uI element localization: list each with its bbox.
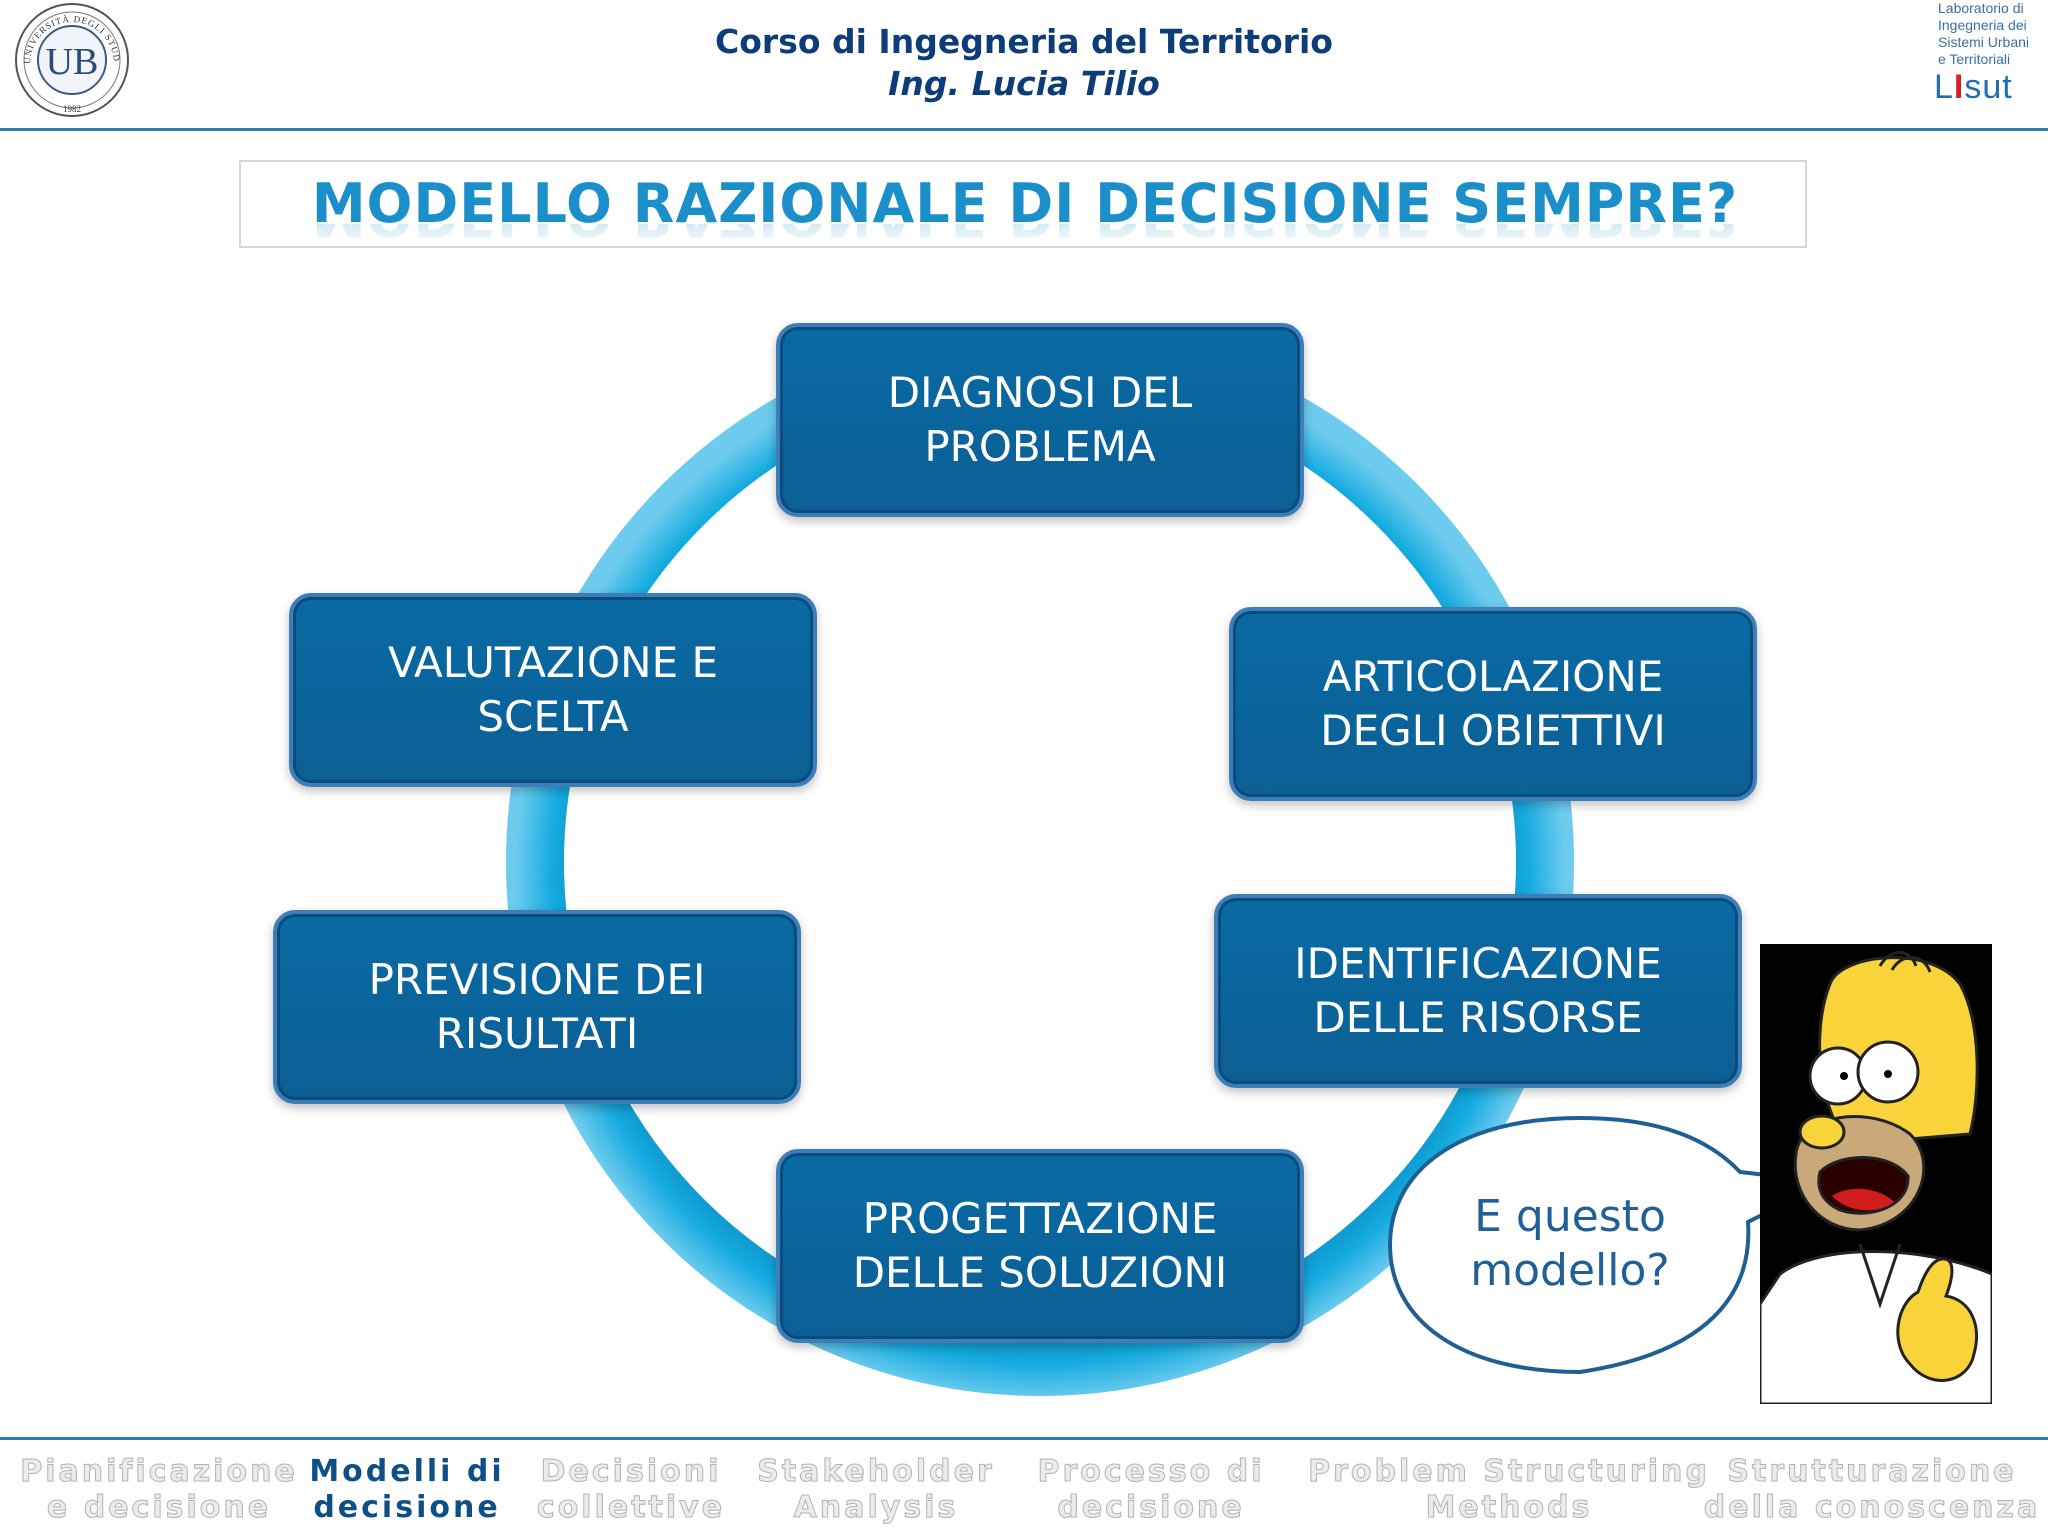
stage-label: DELLE SOLUZIONI (853, 1246, 1228, 1300)
nav-problem-structuring-methods[interactable]: Problem Structuring Methods (1296, 1454, 1722, 1526)
nav-label: Stakeholder (748, 1454, 1004, 1490)
stage-label: IDENTIFICAZIONE (1294, 937, 1662, 991)
lab-logo-text: Laboratorio di Ingegneria dei Sistemi Ur… (1938, 0, 2048, 68)
bubble-line: modello? (1400, 1244, 1740, 1298)
nav-modelli-di-decisione[interactable]: Modelli di decisione (306, 1454, 508, 1526)
lab-brand-l: L (1934, 68, 1954, 106)
nav-label: Methods (1296, 1490, 1722, 1526)
stage-label: PROGETTAZIONE (853, 1192, 1228, 1246)
stage-label: PROBLEMA (888, 420, 1192, 474)
nav-label: della conoscenza (1700, 1490, 2044, 1526)
university-logo-year: 1982 (63, 104, 81, 114)
lab-logo-line: Ingegneria dei (1938, 17, 2048, 34)
slide-title-box: MODELLO RAZIONALE DI DECISIONE SEMPRE? M… (239, 160, 1807, 248)
nav-processo-di-decisione[interactable]: Processo di decisione (1020, 1454, 1282, 1526)
lab-brand-i: I (1954, 68, 1964, 106)
lab-logo-line: Sistemi Urbani (1938, 34, 2048, 51)
slide-header: UB UNIVERSITÀ DEGLI STUDI DELLA BASILICA… (0, 0, 2048, 130)
bubble-line: E questo (1400, 1190, 1740, 1244)
stage-label: PREVISIONE DEI (369, 953, 706, 1007)
nav-pianificazione-e-decisione[interactable]: Pianificazione e decisione (18, 1454, 300, 1526)
university-logo: UB UNIVERSITÀ DEGLI STUDI DELLA BASILICA… (10, 0, 134, 124)
stage-label: SCELTA (388, 690, 718, 744)
lab-logo-brand: LIsut (1934, 68, 2013, 107)
stage-label: ARTICOLAZIONE (1320, 650, 1665, 704)
course-teacher: Ing. Lucia Tilio (0, 64, 2048, 103)
nav-stakeholder-analysis[interactable]: Stakeholder Analysis (748, 1454, 1004, 1526)
lab-logo-line: e Territoriali (1938, 51, 2048, 68)
nav-label: Pianificazione (18, 1454, 300, 1490)
lab-logo-line: Laboratorio di (1938, 0, 2048, 17)
nav-label: Strutturazione (1700, 1454, 2044, 1490)
stage-label: RISULTATI (369, 1007, 706, 1061)
nav-label: decisione (306, 1490, 508, 1526)
stage-label: DIAGNOSI DEL (888, 366, 1192, 420)
speech-bubble-text: E questo modello? (1400, 1190, 1740, 1298)
nav-label: Processo di (1020, 1454, 1282, 1490)
nav-label: Analysis (748, 1490, 1004, 1526)
nav-decisioni-collettive[interactable]: Decisioni collettive (526, 1454, 736, 1526)
nav-strutturazione-della-conoscenza[interactable]: Strutturazione della conoscenza (1700, 1454, 2044, 1526)
nav-label: e decisione (18, 1490, 300, 1526)
course-title: Corso di Ingegneria del Territorio (0, 22, 2048, 61)
nav-label: Modelli di (306, 1454, 508, 1490)
homer-simpson-illustration (1760, 944, 1992, 1404)
nav-label: decisione (1020, 1490, 1282, 1526)
nav-label: Problem Structuring (1296, 1454, 1722, 1490)
stage-label: DEGLI OBIETTIVI (1320, 704, 1665, 758)
slide-title-reflection: MODELLO RAZIONALE DI DECISIONE SEMPRE? (241, 224, 1809, 248)
footer-divider (0, 1437, 2048, 1440)
header-divider (0, 128, 2048, 131)
nav-label: Decisioni (526, 1454, 736, 1490)
stage-label: VALUTAZIONE E (388, 636, 718, 690)
stage-label: DELLE RISORSE (1294, 991, 1662, 1045)
lab-brand-sut: sut (1964, 68, 2012, 106)
nav-label: collettive (526, 1490, 736, 1526)
